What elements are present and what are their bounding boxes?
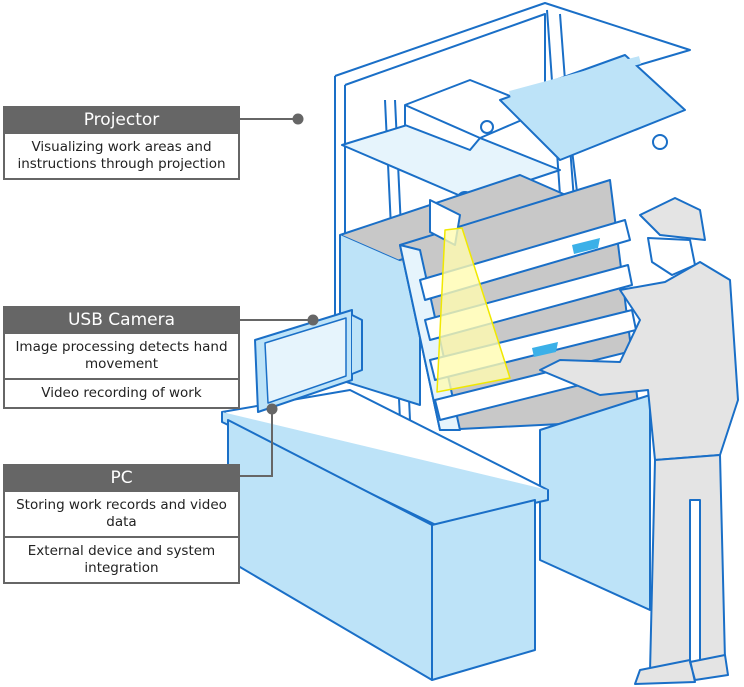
pc-connector (240, 410, 273, 477)
projector-marker (292, 113, 304, 125)
callout-item: Storing work records and video data (16, 497, 227, 530)
callout-item: External device and system integration (5, 536, 238, 582)
callout-title: USB Camera (3, 306, 240, 334)
callout-item: Video recording of work (5, 378, 238, 407)
callout-item: Visualizing work areas and instructions … (17, 139, 226, 172)
callout-pc: PC Storing work records and video data E… (3, 464, 240, 584)
callout-projector: Projector Visualizing work areas and ins… (3, 106, 240, 180)
pick-light-indicator (572, 238, 600, 254)
callout-title: PC (3, 464, 240, 492)
camera-marker (307, 314, 319, 326)
frame-top (334, 2, 691, 79)
worker (539, 197, 739, 685)
callout-title: Projector (3, 106, 240, 134)
pc-marker (266, 403, 278, 415)
callout-usb-camera: USB Camera Image processing detects hand… (3, 306, 240, 409)
mirror-panel (499, 54, 686, 161)
callout-item: Image processing detects hand movement (15, 339, 228, 372)
projection-beam (436, 227, 511, 393)
pick-light-indicator (532, 342, 558, 357)
